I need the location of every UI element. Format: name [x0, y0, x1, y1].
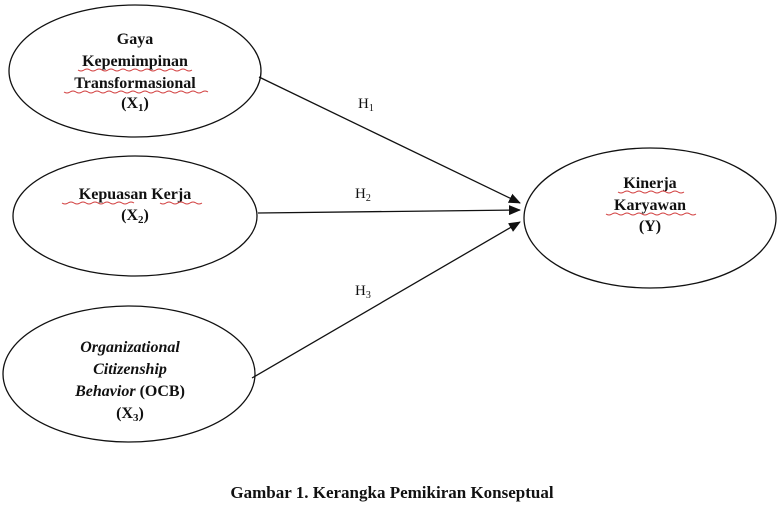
node-x1-ellipse — [8, 4, 262, 138]
hypothesis-label-h3: H3 — [355, 283, 371, 301]
node-x1-variable: (X1) — [121, 95, 149, 114]
node-x1-line3: Transformasional — [74, 75, 196, 92]
arrow-h1 — [258, 76, 521, 204]
node-y-ellipse — [523, 147, 777, 289]
arrow-h3 — [251, 221, 521, 379]
node-y-variable: (Y) — [639, 218, 661, 235]
node-x3-line2: Citizenship — [93, 361, 167, 378]
node-x1-line1: Gaya — [117, 31, 153, 48]
figure-caption: Gambar 1. Kerangka Pemikiran Konseptual — [230, 483, 553, 502]
node-x2-variable: (X2) — [121, 207, 149, 226]
node-x3-ellipse — [2, 305, 256, 443]
arrow-h2 — [257, 205, 521, 216]
spellcheck-underline — [605, 212, 697, 216]
spellcheck-underline — [63, 90, 209, 94]
spellcheck-underline — [159, 201, 203, 205]
node-x2-ellipse — [12, 155, 258, 277]
spellcheck-underline — [617, 190, 685, 194]
node-x3-line3: Behavior (OCB) — [74, 383, 185, 400]
node-x3-variable: (X3) — [116, 405, 144, 424]
hypothesis-label-h1: H1 — [358, 96, 374, 114]
node-x1-line2: Kepemimpinan — [82, 53, 188, 70]
node-x2-line1: Kepuasan Kerja — [79, 186, 191, 203]
spellcheck-underline — [61, 201, 135, 205]
spellcheck-underline — [77, 68, 193, 72]
node-y-line2: Karyawan — [614, 197, 686, 214]
hypothesis-label-h2: H2 — [355, 186, 371, 204]
node-x3-line1: Organizational — [80, 339, 180, 356]
node-y-line1: Kinerja — [623, 175, 676, 192]
